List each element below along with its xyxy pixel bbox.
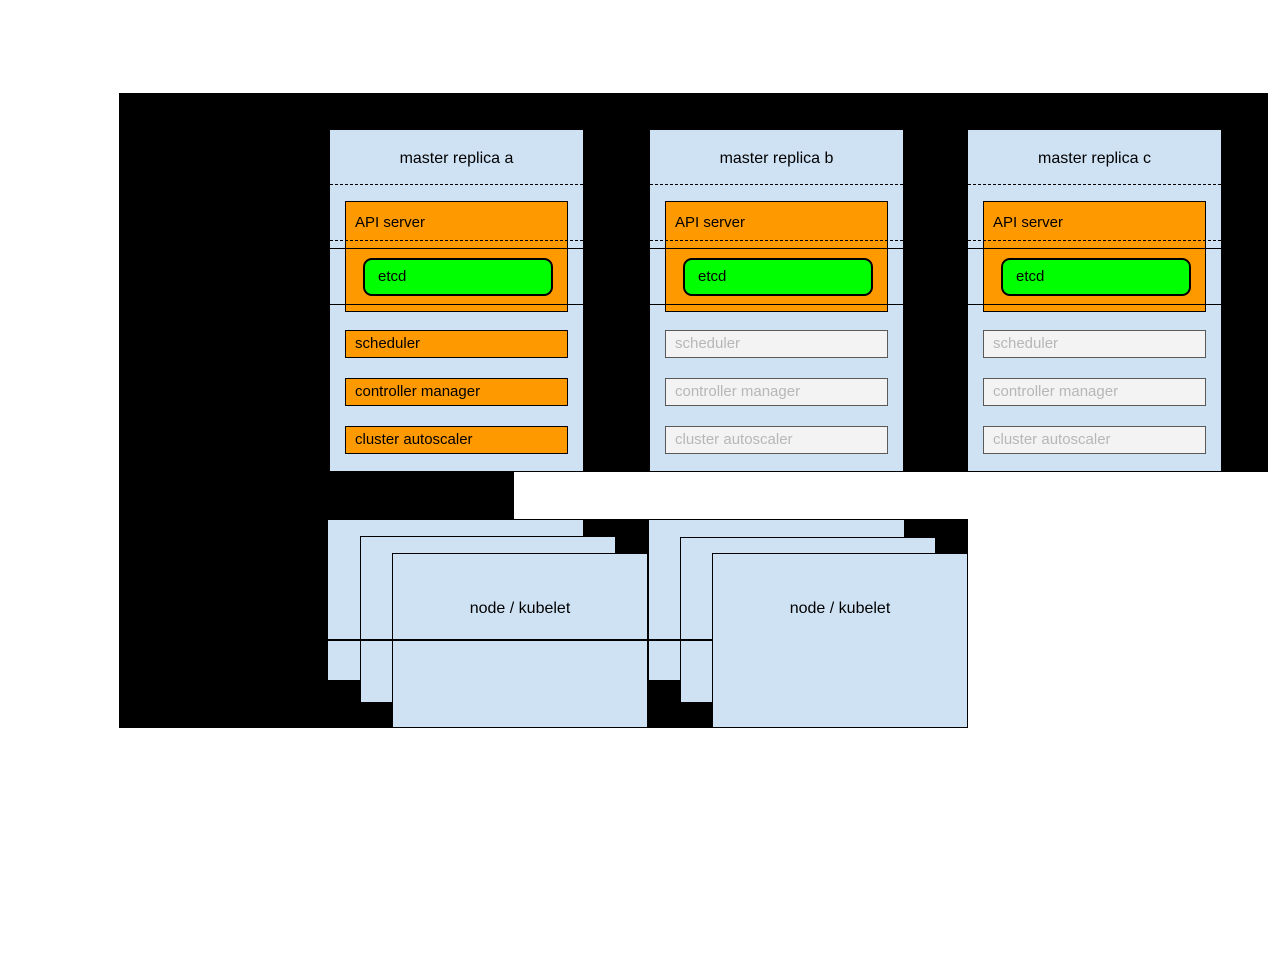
divider-solid xyxy=(968,304,1221,305)
scheduler-box: scheduler xyxy=(665,330,888,358)
divider-solid xyxy=(650,248,903,249)
etcd-label: etcd xyxy=(378,268,407,285)
controller-manager-box: controller manager xyxy=(665,378,888,406)
node-stack-2-front: node / kubelet xyxy=(712,553,968,728)
divider-solid xyxy=(330,304,583,305)
controller-manager-box: controller manager xyxy=(345,378,568,406)
api-server-label: API server xyxy=(675,214,746,231)
master-replica-b-box: master replica b API server etcd schedul… xyxy=(649,129,904,472)
cluster-autoscaler-box: cluster autoscaler xyxy=(665,426,888,454)
divider-dashed xyxy=(968,240,1221,241)
node-zone-divider-line xyxy=(328,639,712,641)
divider-solid xyxy=(968,248,1221,249)
etcd-label: etcd xyxy=(698,268,727,285)
master-replica-c-title: master replica c xyxy=(1038,150,1151,167)
divider-dashed xyxy=(968,184,1221,185)
etcd-label: etcd xyxy=(1016,268,1045,285)
divider-dashed xyxy=(330,240,583,241)
master-replica-c-box: master replica c API server etcd schedul… xyxy=(967,129,1222,472)
divider-dashed xyxy=(650,240,903,241)
node-kubelet-label: node / kubelet xyxy=(469,600,571,617)
cluster-autoscaler-box: cluster autoscaler xyxy=(983,426,1206,454)
cluster-autoscaler-box: cluster autoscaler xyxy=(345,426,568,454)
divider-solid xyxy=(650,304,903,305)
node-kubelet-label: node / kubelet xyxy=(789,600,891,617)
api-server-label: API server xyxy=(993,214,1064,231)
divider-solid xyxy=(330,248,583,249)
master-replica-b-title: master replica b xyxy=(719,150,834,167)
background-black-middle xyxy=(119,472,514,519)
scheduler-box: scheduler xyxy=(983,330,1206,358)
scheduler-box: scheduler xyxy=(345,330,568,358)
master-replica-a-box: master replica a API server etcd schedul… xyxy=(329,129,584,472)
etcd-box: etcd xyxy=(683,258,873,296)
master-replica-a-title: master replica a xyxy=(399,150,514,167)
divider-dashed xyxy=(650,184,903,185)
controller-manager-box: controller manager xyxy=(983,378,1206,406)
etcd-box: etcd xyxy=(1001,258,1191,296)
api-server-label: API server xyxy=(355,214,426,231)
divider-dashed xyxy=(330,184,583,185)
etcd-box: etcd xyxy=(363,258,553,296)
